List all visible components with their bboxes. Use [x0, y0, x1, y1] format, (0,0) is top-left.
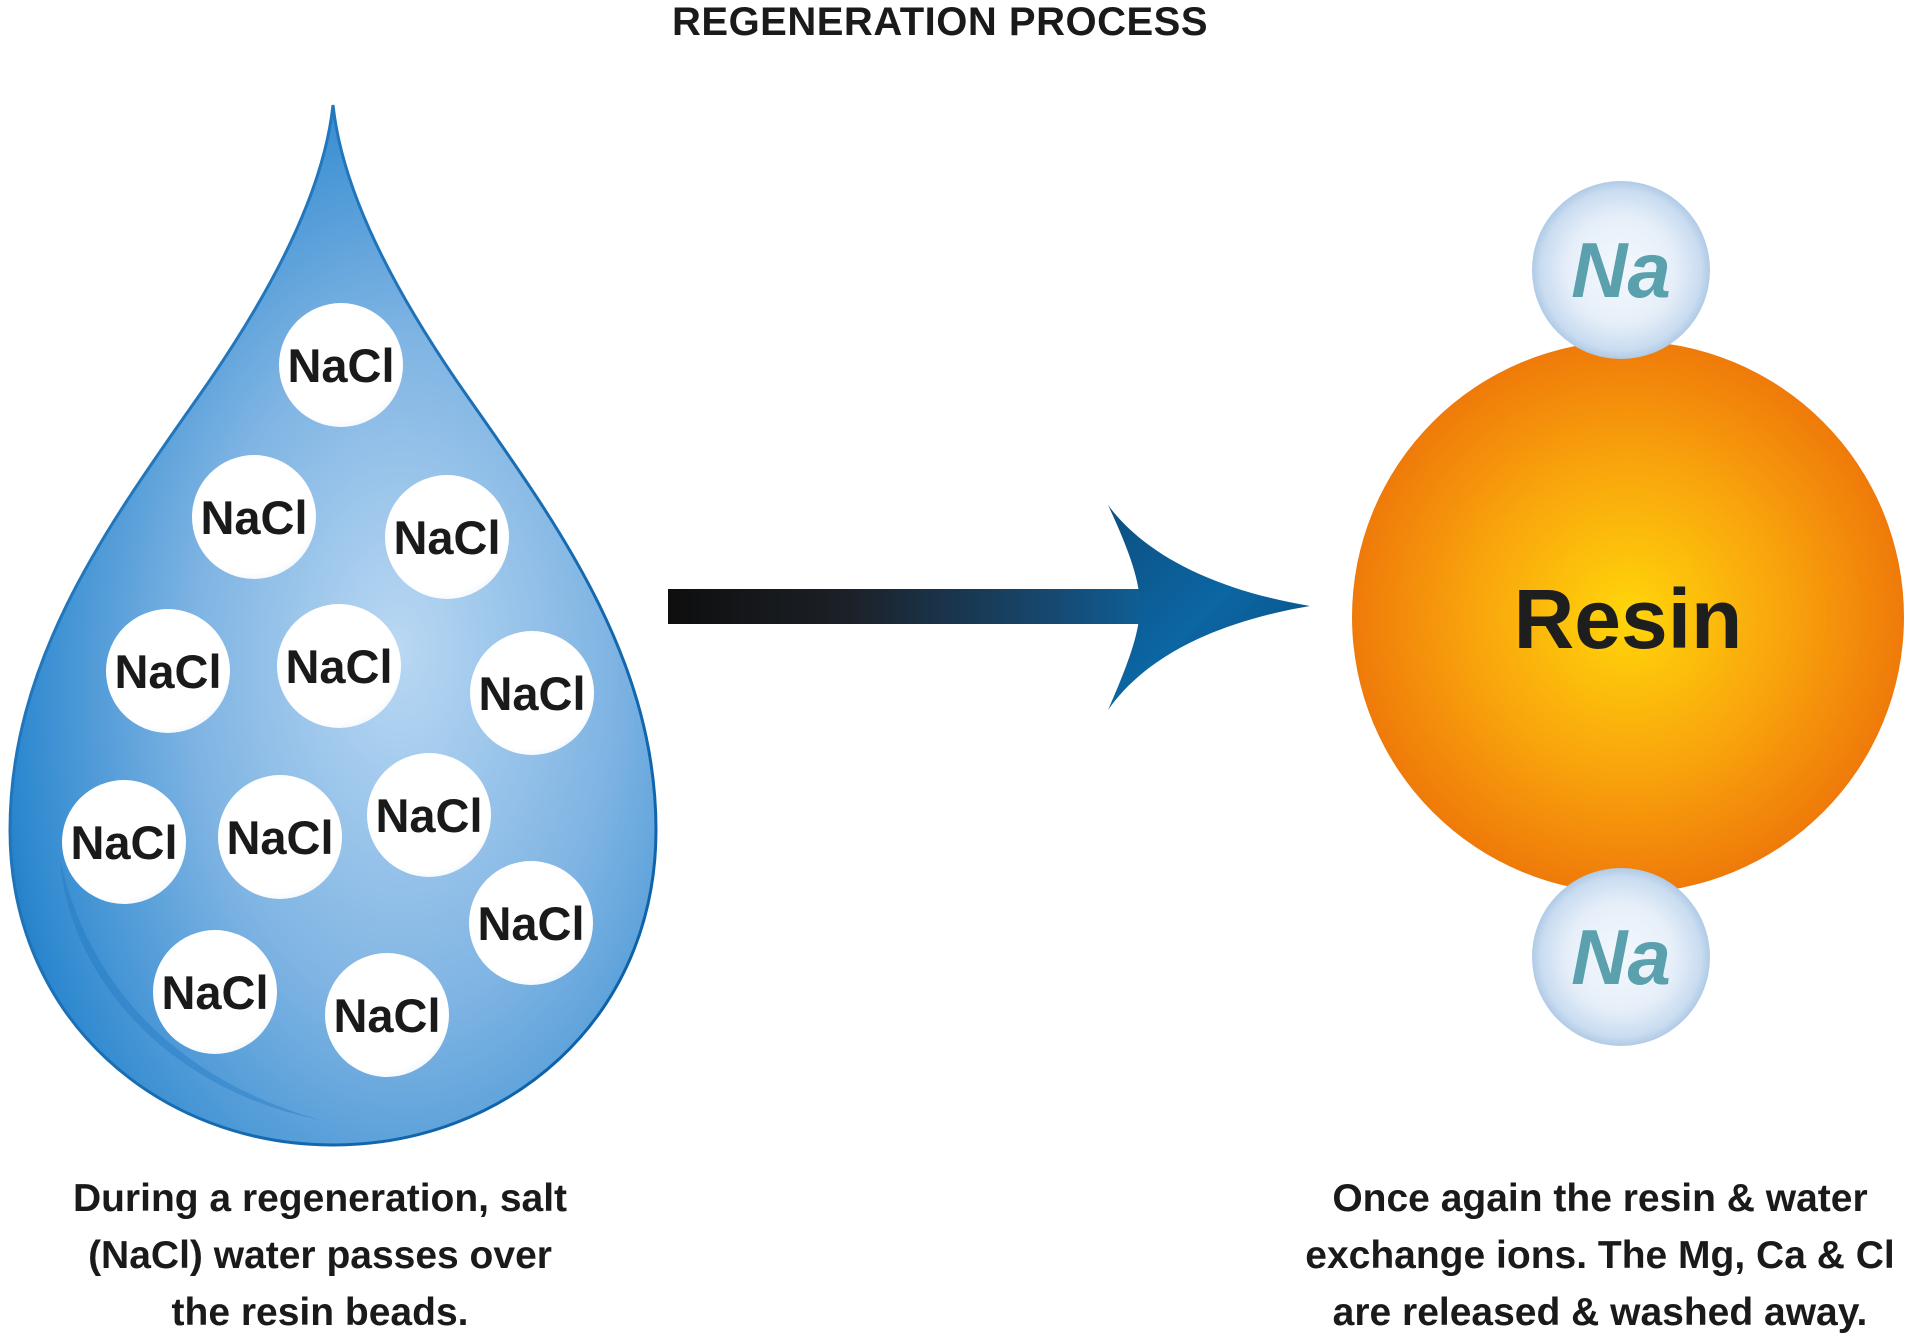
nacl-bead-label: NaCl: [285, 640, 392, 693]
nacl-bead-label: NaCl: [375, 789, 482, 842]
nacl-bead: NaCl: [62, 780, 186, 904]
nacl-bead: NaCl: [192, 455, 316, 579]
sodium-ion-top-label: Na: [1571, 226, 1671, 314]
caption-right-line: Once again the resin & water: [1332, 1177, 1868, 1220]
caption-right-line: exchange ions. The Mg, Ca & Cl: [1305, 1234, 1895, 1277]
nacl-bead-label: NaCl: [161, 966, 268, 1019]
nacl-bead-label: NaCl: [333, 989, 440, 1042]
nacl-bead: NaCl: [218, 775, 342, 899]
nacl-bead: NaCl: [153, 930, 277, 1054]
nacl-bead-label: NaCl: [114, 645, 221, 698]
nacl-bead: NaCl: [470, 631, 594, 755]
nacl-bead-label: NaCl: [393, 511, 500, 564]
caption-right: Once again the resin & water exchange io…: [1280, 1170, 1920, 1341]
arrow-head: [1108, 505, 1310, 710]
caption-left-line: (NaCl) water passes over: [88, 1234, 552, 1277]
resin-bead: Resin: [1352, 341, 1904, 893]
nacl-bead: NaCl: [325, 953, 449, 1077]
process-arrow: [668, 505, 1310, 710]
caption-right-line: are released & washed away.: [1332, 1291, 1868, 1334]
caption-left-line: the resin beads.: [171, 1291, 469, 1334]
resin-label: Resin: [1514, 572, 1743, 666]
nacl-bead-label: NaCl: [70, 816, 177, 869]
nacl-bead-label: NaCl: [226, 811, 333, 864]
resin-sphere: [1352, 341, 1904, 893]
caption-left-line: During a regeneration, salt: [72, 1177, 568, 1220]
arrow-shaft: [668, 589, 1188, 624]
nacl-bead-label: NaCl: [478, 667, 585, 720]
nacl-bead: NaCl: [469, 861, 593, 985]
nacl-bead-label: NaCl: [200, 491, 307, 544]
sodium-ion-bottom-label: Na: [1571, 913, 1671, 1001]
diagram-title: REGENERATION PROCESS: [672, 0, 1208, 44]
nacl-bead: NaCl: [385, 475, 509, 599]
nacl-bead-label: NaCl: [477, 897, 584, 950]
nacl-bead: NaCl: [106, 609, 230, 733]
nacl-bead: NaCl: [277, 604, 401, 728]
sodium-ion-top: Na: [1532, 181, 1710, 359]
nacl-bead: NaCl: [367, 753, 491, 877]
sodium-ion-bottom: Na: [1532, 868, 1710, 1046]
nacl-bead: NaCl: [279, 303, 403, 427]
nacl-bead-label: NaCl: [287, 339, 394, 392]
water-drop-highlight: [60, 860, 320, 1120]
caption-left: During a regeneration, salt (NaCl) water…: [30, 1170, 610, 1341]
